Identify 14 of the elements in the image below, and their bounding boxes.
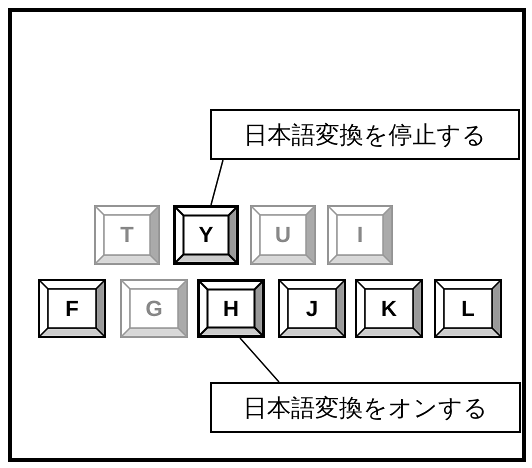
leader-line: [239, 338, 280, 382]
keyboard-key: U: [250, 205, 316, 265]
keyboard-key: Y: [173, 205, 239, 265]
keyboard-key: G: [120, 279, 188, 338]
keyboard-key: T: [94, 205, 160, 265]
callout-box: 日本語変換を停止する: [210, 109, 520, 160]
keyboard-key: I: [327, 205, 393, 265]
leader-line: [210, 160, 224, 206]
keyboard-key: L: [434, 279, 502, 338]
keyboard-key: F: [38, 279, 106, 338]
keyboard-key: K: [355, 279, 423, 338]
keyboard-key: J: [278, 279, 346, 338]
keyboard-key: H: [197, 279, 265, 338]
callout-box: 日本語変換をオンする: [210, 382, 521, 433]
